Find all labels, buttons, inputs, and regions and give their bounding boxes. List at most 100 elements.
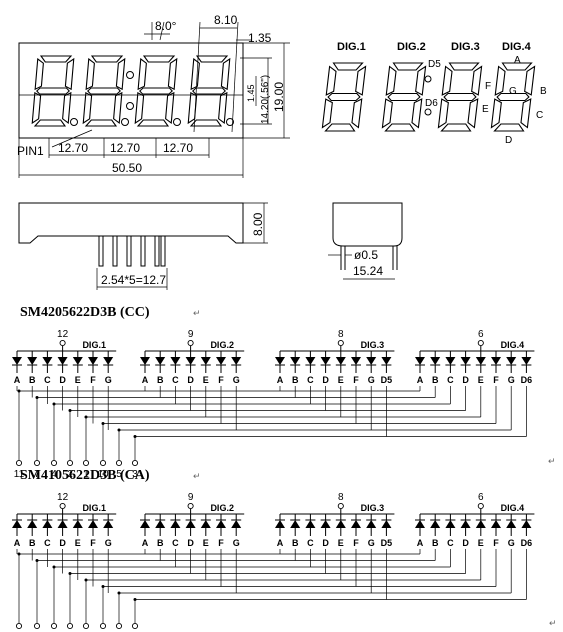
segment-g bbox=[443, 92, 477, 102]
diode-symbol bbox=[155, 357, 166, 365]
segment-label-b: B bbox=[292, 538, 299, 548]
diode-symbol bbox=[351, 520, 361, 528]
segment-label-e: E bbox=[338, 375, 344, 385]
side-pin-6 bbox=[160, 235, 166, 267]
diode-symbol bbox=[506, 520, 517, 528]
side-pin-3 bbox=[126, 235, 132, 267]
segment-b bbox=[524, 65, 536, 96]
junction-dot bbox=[133, 435, 137, 438]
segment-f bbox=[137, 57, 147, 91]
body-height-label: 19.00 bbox=[272, 82, 286, 112]
decimal-point bbox=[173, 118, 181, 126]
diode-symbol bbox=[27, 520, 38, 528]
side-pin-5 bbox=[154, 235, 160, 267]
bottom-pin-number: 7 bbox=[34, 469, 40, 480]
segment-c bbox=[467, 98, 479, 129]
front-digit-4 bbox=[187, 55, 231, 127]
dot-d6 bbox=[424, 108, 432, 116]
segment-d bbox=[493, 123, 525, 132]
segment-a bbox=[392, 62, 424, 71]
front-digits bbox=[19, 55, 243, 127]
segment-label-b: B bbox=[432, 375, 439, 385]
diode-symbol bbox=[506, 357, 517, 365]
map-dot-d5: D5 bbox=[428, 59, 441, 70]
segment-c bbox=[62, 91, 72, 125]
segment-label-g: G bbox=[508, 538, 515, 548]
map-dot-d6: D6 bbox=[425, 98, 438, 109]
common-pin bbox=[59, 502, 66, 510]
diode-symbol bbox=[170, 357, 181, 365]
segment-label-a: A bbox=[277, 375, 284, 385]
diode-symbol bbox=[415, 520, 425, 528]
colon-dot bbox=[126, 102, 134, 110]
segment-label-a: A bbox=[14, 375, 21, 385]
segment-label-e: E bbox=[203, 375, 209, 385]
pin-pitch-label: 2.54*5=12.7 bbox=[101, 273, 166, 287]
diode-symbol bbox=[216, 520, 226, 528]
bottom-pin bbox=[115, 459, 123, 467]
bottom-pin-number: 11 bbox=[14, 469, 25, 480]
segment-a bbox=[142, 55, 176, 63]
junction-dot bbox=[52, 402, 56, 406]
segment-label-c: C bbox=[44, 538, 51, 548]
segment-label-b: B bbox=[29, 375, 36, 385]
segment-c bbox=[520, 98, 532, 129]
pitch-label-1: 12.70 bbox=[58, 141, 88, 155]
diode-symbol bbox=[351, 357, 361, 365]
bottom-pin bbox=[131, 622, 139, 630]
angle-ext-right bbox=[159, 21, 165, 41]
diode-symbol bbox=[445, 357, 456, 365]
junction-dot bbox=[117, 591, 121, 595]
diode-symbol bbox=[57, 520, 68, 528]
diode-symbol bbox=[216, 357, 226, 365]
common-pin-number: 6 bbox=[478, 329, 484, 340]
segment-e bbox=[437, 98, 449, 129]
circuit-title-ca: SM4105622D3B (CA) bbox=[20, 468, 150, 483]
digit-group-label: DIG.3 bbox=[361, 503, 385, 513]
junction-dot bbox=[117, 428, 121, 432]
segment-e bbox=[381, 98, 393, 129]
common-pin bbox=[477, 339, 484, 347]
diode-symbol bbox=[155, 520, 166, 528]
segment-d bbox=[136, 119, 170, 127]
diode-symbol bbox=[12, 357, 22, 365]
segment-label-g: G bbox=[368, 538, 375, 548]
segment-label-b: B bbox=[157, 538, 164, 548]
segment-label-e: E bbox=[75, 375, 81, 385]
bottom-pin bbox=[33, 459, 41, 467]
map-digit-label-3: DIG.3 bbox=[451, 41, 480, 53]
common-pin bbox=[337, 339, 344, 347]
segment-b bbox=[115, 57, 126, 91]
diode-symbol bbox=[381, 357, 392, 365]
segment-f bbox=[85, 57, 95, 91]
pin-diameter-label: ø0.5 bbox=[354, 248, 378, 262]
map-seg-d: D bbox=[505, 135, 512, 146]
segment-f bbox=[325, 65, 337, 96]
segment-g bbox=[327, 92, 361, 102]
map-digit-label-2: DIG.2 bbox=[397, 41, 426, 53]
segment-e bbox=[490, 98, 502, 129]
diode-symbol bbox=[460, 520, 471, 528]
segment-label-f: F bbox=[353, 375, 359, 385]
diode-symbol bbox=[445, 520, 456, 528]
segment-label-f: F bbox=[218, 375, 224, 385]
digit-group-label: DIG.2 bbox=[210, 340, 234, 350]
segment-d bbox=[324, 123, 356, 132]
segment-label-c: C bbox=[307, 375, 314, 385]
bottom-pin bbox=[15, 459, 23, 467]
junction-dot bbox=[35, 396, 39, 399]
segment-f bbox=[441, 65, 453, 96]
diode-symbol bbox=[72, 520, 83, 528]
diode-symbol bbox=[72, 357, 83, 365]
bottom-pin bbox=[66, 622, 74, 630]
segment-a bbox=[90, 55, 124, 63]
junction-dot bbox=[17, 389, 21, 393]
common-pin-number: 8 bbox=[338, 492, 344, 503]
segment-label-a: A bbox=[417, 375, 424, 385]
map-digit-3 bbox=[437, 62, 483, 132]
map-seg-c: C bbox=[536, 110, 543, 121]
